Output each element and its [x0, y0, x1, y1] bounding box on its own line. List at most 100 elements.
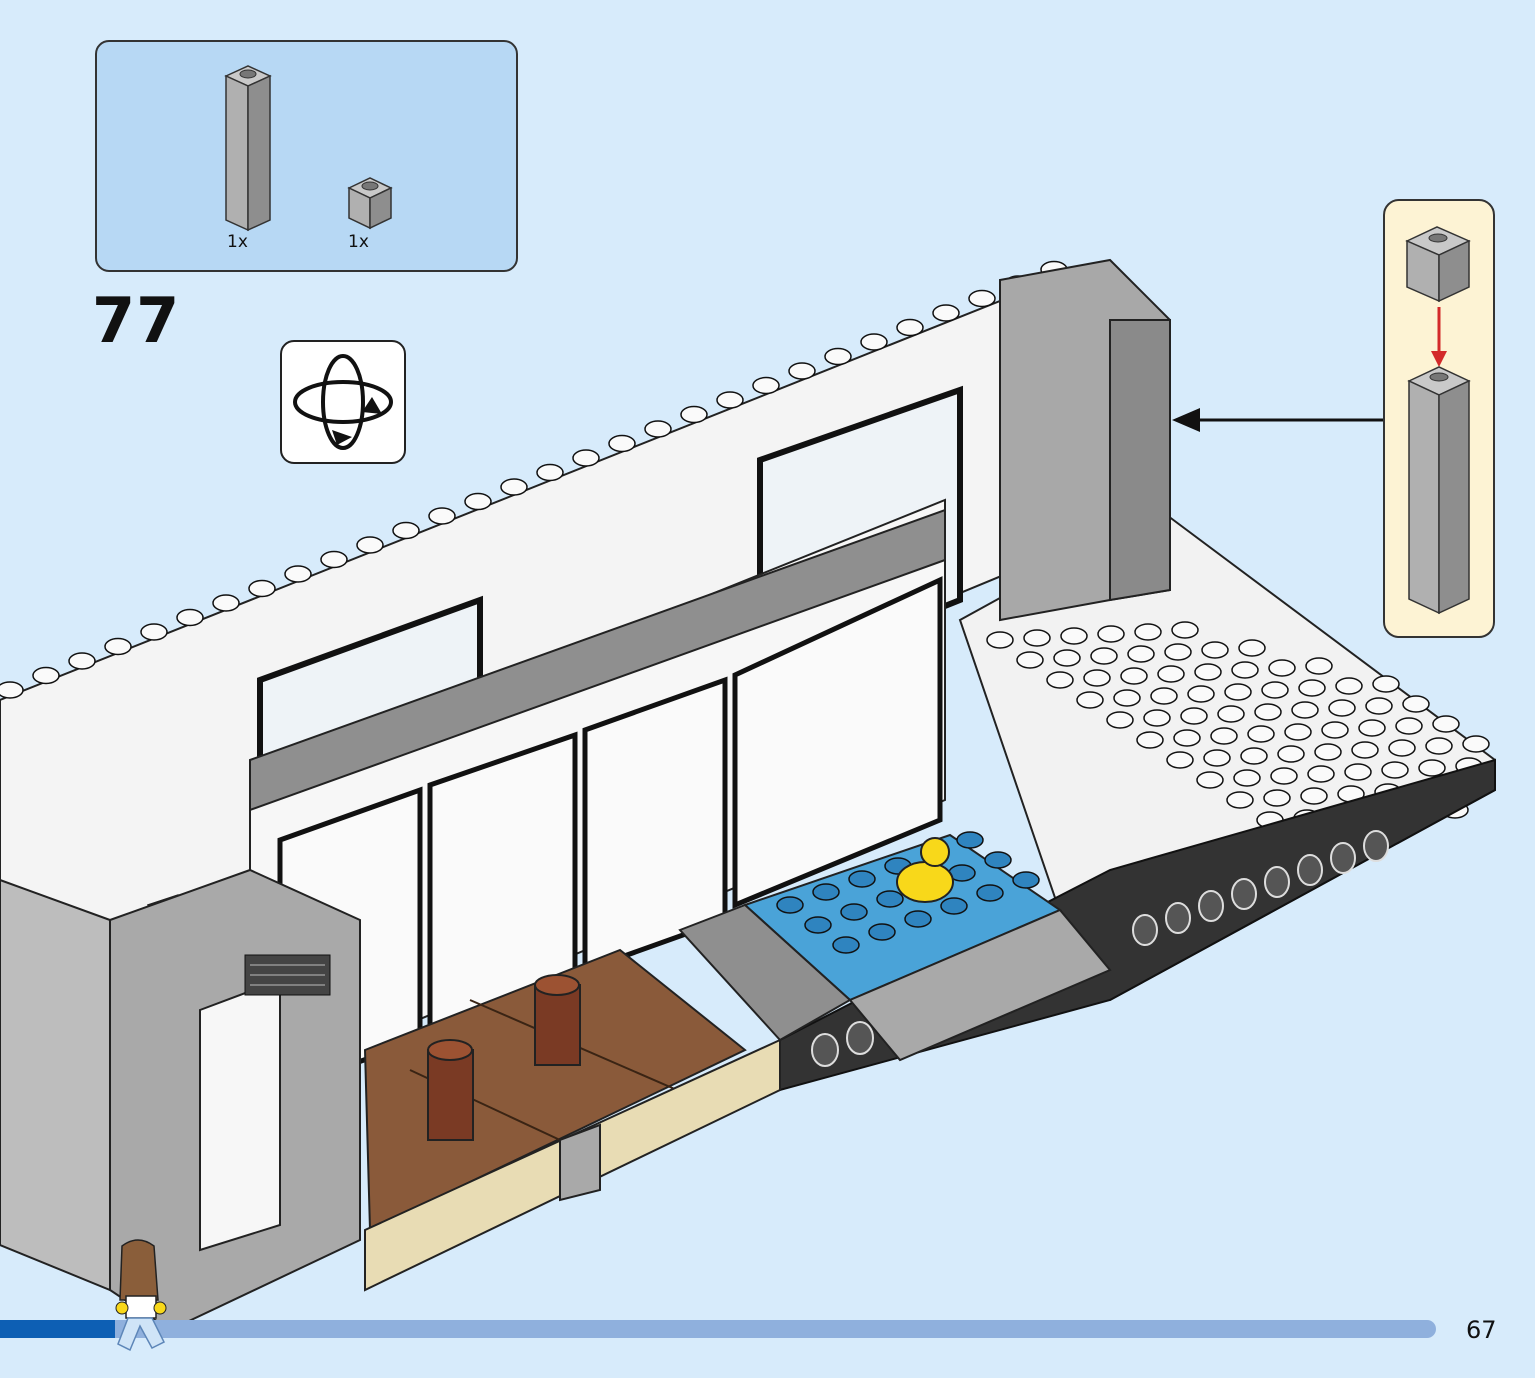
stud: [868, 923, 896, 941]
stud: [812, 883, 840, 901]
gray-column-brick-icon: [224, 65, 272, 232]
stud: [1231, 661, 1259, 679]
stud: [824, 347, 852, 366]
stud: [1201, 641, 1229, 659]
stud: [1090, 647, 1118, 665]
stud: [536, 463, 564, 482]
stud: [1402, 695, 1430, 713]
stud: [1053, 649, 1081, 667]
stud: [1277, 745, 1305, 763]
stud: [1233, 769, 1261, 787]
stud: [1270, 767, 1298, 785]
stud: [1171, 621, 1199, 639]
step-number: 77: [92, 284, 181, 357]
stud: [1046, 671, 1074, 689]
stud: [1196, 771, 1224, 789]
stud: [1247, 725, 1275, 743]
stud: [1187, 685, 1215, 703]
stud: [392, 521, 420, 540]
stud: [1224, 683, 1252, 701]
stud: [716, 391, 744, 409]
stud: [804, 916, 832, 934]
stud: [1240, 747, 1268, 765]
stud: [776, 896, 804, 914]
rubber-duck: [896, 837, 954, 903]
technic-hole: [1198, 890, 1224, 922]
front-wall-gray-beam: [249, 508, 946, 812]
stud: [1238, 639, 1266, 657]
stud: [608, 434, 636, 453]
stud: [1321, 721, 1349, 739]
stud: [464, 492, 492, 511]
stud: [1307, 765, 1335, 783]
stud: [1180, 707, 1208, 725]
stud: [104, 637, 132, 656]
stud: [1291, 701, 1319, 719]
stud: [1358, 719, 1386, 737]
stud: [1210, 727, 1238, 745]
stud: [140, 623, 168, 641]
stud: [986, 631, 1014, 649]
progress-track: [0, 1320, 1436, 1338]
stud: [1166, 751, 1194, 769]
stud: [1395, 717, 1423, 735]
stud: [1261, 681, 1289, 699]
log-post-1: [427, 1039, 474, 1141]
stud: [1127, 645, 1155, 663]
stud: [1164, 643, 1192, 661]
stud: [1298, 679, 1326, 697]
stud: [1335, 677, 1363, 695]
stud: [284, 565, 312, 583]
stud: [1012, 871, 1040, 889]
stud: [1314, 743, 1342, 761]
stud: [32, 666, 60, 685]
stud: [788, 362, 816, 380]
front-window-4: [732, 576, 943, 909]
progress-fill: [0, 1320, 115, 1338]
stud: [1097, 625, 1125, 643]
stud: [976, 884, 1004, 902]
stud: [500, 478, 528, 496]
vent-grille: [244, 954, 331, 996]
stud: [896, 318, 924, 337]
technic-hole: [1264, 866, 1290, 898]
stud: [1418, 759, 1446, 777]
stud: [644, 420, 672, 438]
stud: [1381, 761, 1409, 779]
stud: [1083, 669, 1111, 687]
stud: [1143, 709, 1171, 727]
stud: [956, 831, 984, 849]
stud: [840, 903, 868, 921]
technic-hole: [1231, 878, 1257, 910]
technic-hole: [811, 1033, 839, 1067]
stud: [932, 304, 960, 322]
stud: [1016, 651, 1044, 669]
stud: [1150, 687, 1178, 705]
technic-hole: [1363, 830, 1389, 862]
gray-small-brick-icon: [347, 177, 393, 230]
stud: [1284, 723, 1312, 741]
stud: [1023, 629, 1051, 647]
parts-list-box: 1x 1x: [95, 40, 518, 272]
stud: [1136, 731, 1164, 749]
stud: [176, 608, 204, 627]
stud: [428, 507, 456, 525]
stud: [1300, 787, 1328, 805]
stud: [1462, 735, 1490, 753]
place-brick-on-column-icon: [1405, 226, 1471, 615]
stud: [1113, 689, 1141, 707]
stud: [940, 897, 968, 915]
technic-hole: [1132, 914, 1158, 946]
left-gray-wall: [0, 878, 111, 1292]
stud: [1254, 703, 1282, 721]
stud: [1226, 791, 1254, 809]
rotate-model-icon: [293, 354, 393, 450]
stud: [1134, 623, 1162, 641]
technic-hole: [1330, 842, 1356, 874]
stud: [904, 910, 932, 928]
stud: [572, 449, 600, 467]
stud: [1328, 699, 1356, 717]
stud: [968, 289, 996, 308]
stud: [1106, 711, 1134, 729]
